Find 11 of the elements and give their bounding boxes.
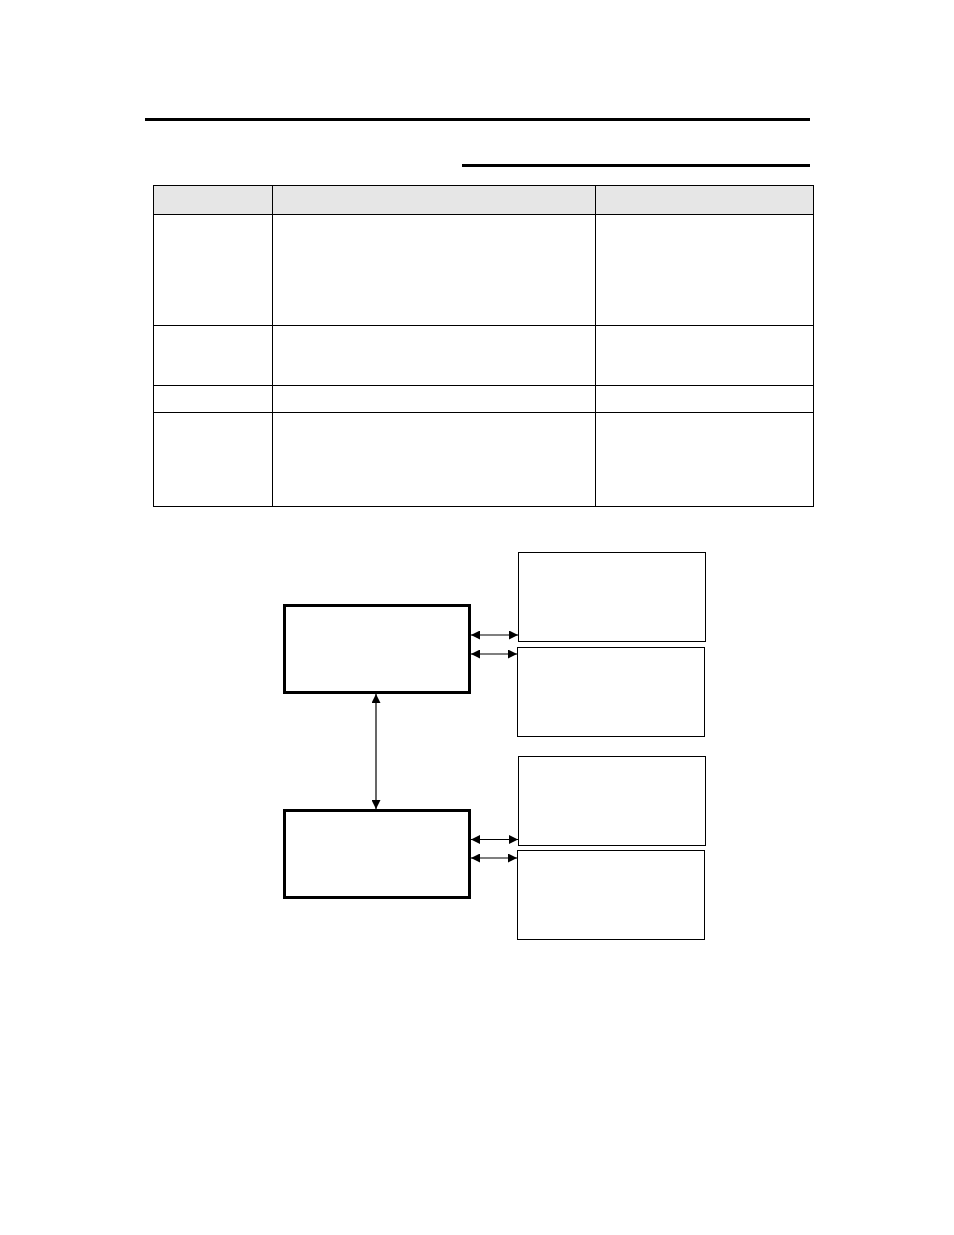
double-arrow <box>470 630 519 640</box>
double-arrow <box>470 853 518 863</box>
empty-box <box>517 850 705 940</box>
empty-box <box>517 647 705 737</box>
empty-box <box>518 552 706 642</box>
double-arrow <box>470 649 518 659</box>
empty-box <box>283 604 471 694</box>
empty-box <box>518 756 706 846</box>
double-arrow <box>470 835 519 844</box>
empty-box <box>283 809 471 899</box>
double-arrow <box>371 693 381 810</box>
